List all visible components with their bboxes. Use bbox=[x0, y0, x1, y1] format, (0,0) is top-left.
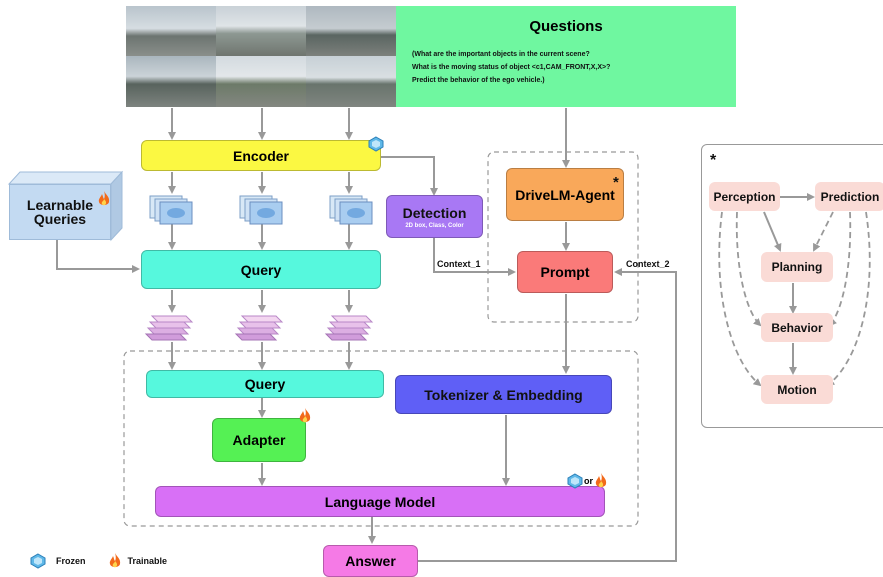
legend-trainable-label: Trainable bbox=[127, 556, 168, 566]
frozen-icon bbox=[368, 136, 384, 152]
drivelm-agent-block: DriveLM-Agent bbox=[506, 168, 624, 221]
answer-label: Answer bbox=[345, 553, 396, 569]
trainable-icon bbox=[595, 473, 607, 488]
question-line: (What are the important objects in the c… bbox=[412, 51, 590, 58]
learnable-queries-block: Learnable Queries bbox=[9, 184, 111, 240]
questions-panel: Questions (What are the important object… bbox=[396, 6, 736, 107]
camera-image-back bbox=[216, 56, 306, 107]
detection-sublabel: 2D box, Class, Color bbox=[405, 222, 464, 229]
pipeline-node-prediction: Prediction bbox=[815, 182, 883, 211]
frozen-icon bbox=[30, 553, 46, 569]
language-model-label: Language Model bbox=[324, 493, 436, 510]
language-model-block: Language Model bbox=[155, 486, 605, 517]
token-stack-1 bbox=[144, 315, 194, 341]
or-label: or bbox=[584, 476, 593, 486]
agent-dashed-box bbox=[487, 151, 639, 323]
learnable-queries-label: Learnable Queries bbox=[26, 197, 94, 227]
pipeline-node-perception: Perception bbox=[709, 182, 780, 211]
trainable-icon bbox=[97, 190, 111, 208]
trainable-icon bbox=[298, 407, 312, 425]
answer-block: Answer bbox=[323, 545, 418, 577]
prompt-label: Prompt bbox=[540, 264, 590, 280]
pipeline-node-planning: Planning bbox=[761, 252, 833, 282]
feature-stack-2 bbox=[239, 195, 283, 225]
context-1-label: Context_1 bbox=[437, 259, 481, 269]
encoder-label: Encoder bbox=[232, 147, 289, 164]
pipe-arrow-perception-planning bbox=[763, 211, 782, 252]
pipe-arrow-prediction-behavior bbox=[828, 211, 852, 327]
pipeline-star: * bbox=[710, 152, 717, 169]
question-line: What is the moving status of object <c1,… bbox=[412, 64, 611, 71]
pipeline-node-behavior: Behavior bbox=[761, 313, 833, 342]
adapter-label: Adapter bbox=[232, 432, 286, 448]
pipe-arrow-prediction-planning bbox=[813, 211, 834, 252]
frozen-icon bbox=[567, 473, 583, 489]
drivelm-agent-label: DriveLM-Agent bbox=[515, 186, 615, 203]
tokenizer-block: Tokenizer & Embedding bbox=[395, 375, 612, 414]
tokenizer-label: Tokenizer & Embedding bbox=[424, 386, 583, 403]
camera-image-front-left bbox=[126, 6, 216, 56]
detection-label: Detection bbox=[402, 204, 467, 221]
context-2-label: Context_2 bbox=[626, 259, 670, 269]
token-stack-3 bbox=[324, 315, 374, 341]
questions-title: Questions bbox=[529, 18, 603, 35]
arrow-answer-prompt bbox=[418, 268, 677, 562]
drivelm-agent-star: * bbox=[613, 174, 619, 191]
feature-stack-3 bbox=[329, 195, 373, 225]
legend: Frozen Trainable bbox=[30, 552, 167, 570]
learnable-queries-box bbox=[7, 170, 124, 242]
camera-image-back-left bbox=[126, 56, 216, 107]
camera-image-front bbox=[216, 6, 306, 56]
questions-list: (What are the important objects in the c… bbox=[412, 48, 610, 87]
adapter-block: Adapter bbox=[212, 418, 306, 462]
trainable-icon bbox=[109, 553, 120, 568]
question-line: Predict the behavior of the ego vehicle.… bbox=[412, 77, 545, 84]
query-bottom-block: Query bbox=[146, 370, 384, 398]
token-stack-2 bbox=[234, 315, 284, 341]
query-top-label: Query bbox=[240, 261, 282, 278]
pipe-arrow-perception-behavior bbox=[735, 211, 762, 327]
query-bottom-label: Query bbox=[244, 376, 286, 392]
prompt-block: Prompt bbox=[517, 251, 613, 293]
arrow-encoder-detection bbox=[380, 156, 438, 196]
camera-image-front-right bbox=[306, 6, 396, 56]
detection-block: Detection 2D box, Class, Color bbox=[386, 195, 483, 238]
legend-frozen-label: Frozen bbox=[56, 556, 86, 566]
camera-image-back-right bbox=[306, 56, 396, 107]
arrow-learnable-query bbox=[56, 238, 140, 273]
arrow-detection-prompt bbox=[433, 238, 516, 276]
query-top-block: Query bbox=[141, 250, 381, 289]
feature-stack-1 bbox=[149, 195, 193, 225]
pipeline-node-motion: Motion bbox=[761, 375, 833, 404]
pipeline-panel bbox=[701, 144, 883, 428]
encoder-block: Encoder bbox=[141, 140, 381, 171]
language-model-badge: or bbox=[567, 472, 608, 490]
camera-images bbox=[126, 6, 396, 107]
